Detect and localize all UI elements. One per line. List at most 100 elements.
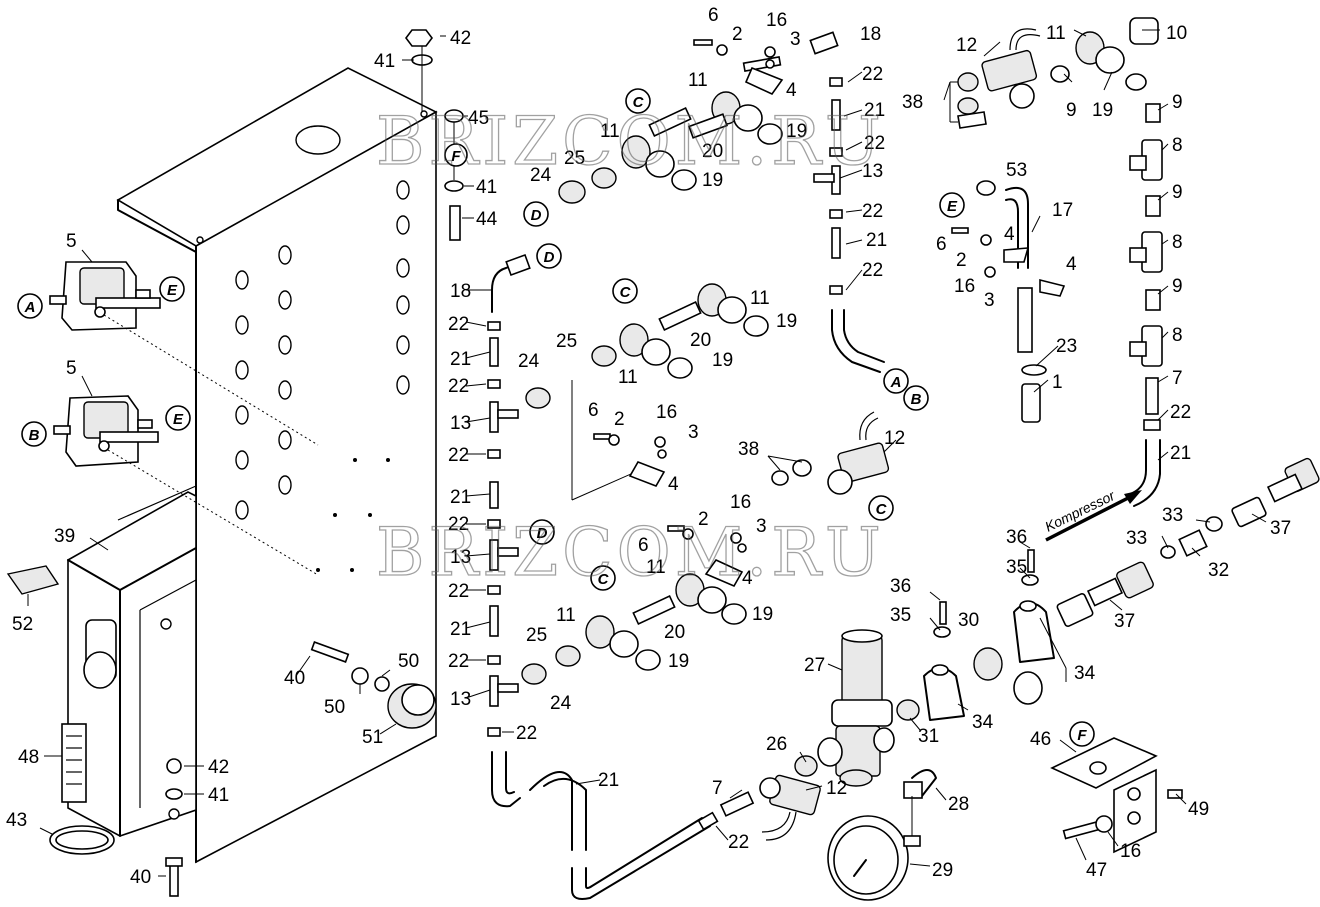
valve-group-top	[558, 31, 839, 204]
part-label: 22	[516, 723, 537, 744]
connection-marker: D	[523, 201, 549, 227]
part-label: 16	[1120, 841, 1141, 862]
part-label: 53	[1006, 160, 1027, 181]
part-label: 21	[1170, 443, 1191, 464]
part-label: 40	[284, 668, 305, 689]
valve-group-lower	[521, 573, 747, 685]
part-label: 4	[742, 568, 753, 589]
part-label: 21	[450, 487, 471, 508]
part-label: 22	[448, 581, 469, 602]
part-label: 22	[728, 832, 749, 853]
part-label: 28	[948, 794, 969, 815]
part-label: 35	[890, 605, 911, 626]
part-label: 21	[866, 230, 887, 251]
svg-text:C: C	[633, 94, 645, 111]
part-label: 23	[1056, 336, 1077, 357]
part-label: 21	[450, 619, 471, 640]
part-label: 11	[618, 367, 638, 388]
right-column-fittings	[1129, 103, 1163, 507]
part-label: 22	[862, 64, 883, 85]
part-label: 22	[448, 314, 469, 335]
part-label: 24	[530, 165, 552, 186]
housing-holes	[235, 180, 410, 572]
part-label: 1	[1052, 372, 1063, 393]
part-40-50-51	[310, 641, 437, 729]
part-label: 5	[66, 358, 77, 379]
pressure-switch-upper	[49, 261, 161, 331]
part-label: 25	[556, 331, 577, 352]
part-label: 22	[448, 651, 469, 672]
part-label: 6	[936, 234, 947, 255]
valve-group-middle	[525, 283, 769, 501]
part-label: 12	[826, 778, 847, 799]
part-label: 50	[324, 697, 345, 718]
part-label: 47	[1086, 860, 1107, 881]
connection-marker: B	[21, 421, 47, 447]
part-label: 21	[598, 770, 619, 791]
svg-text:C: C	[876, 501, 888, 518]
part-label: 27	[804, 655, 825, 676]
part-label: 16	[954, 276, 975, 297]
part-label: 41	[208, 785, 229, 806]
top-bolt-stack	[405, 29, 464, 241]
part-label: 41	[476, 177, 497, 198]
part-label: 30	[958, 610, 979, 631]
part-label: 19	[712, 350, 733, 371]
part-label: 25	[564, 148, 585, 169]
pipe-clamps	[923, 549, 1067, 721]
part-label: 18	[450, 281, 471, 302]
electrical-box	[67, 491, 197, 837]
part-label: 4	[1066, 254, 1077, 275]
part-label: 8	[1172, 135, 1183, 156]
part-label: 22	[448, 514, 469, 535]
part-label: 4	[786, 80, 797, 101]
part-label: 16	[766, 10, 787, 31]
leader-lines	[27, 29, 1267, 877]
part-label: 16	[656, 402, 677, 423]
part-label: 9	[1066, 100, 1077, 121]
part-label: 34	[972, 712, 994, 733]
svg-text:B: B	[911, 391, 922, 408]
part-label: 38	[738, 439, 759, 460]
part-label: 3	[688, 422, 699, 443]
part-label: 20	[690, 330, 711, 351]
part-label: 6	[708, 5, 719, 26]
connection-marker: A	[17, 293, 43, 319]
part-label: 3	[756, 516, 767, 537]
housing	[116, 67, 438, 864]
part-label: 5	[66, 231, 77, 252]
part-label: 19	[1092, 100, 1113, 121]
part-label: 37	[1114, 611, 1135, 632]
part-label: 36	[1006, 527, 1027, 548]
part-label: 36	[890, 576, 911, 597]
part-label: 31	[918, 726, 939, 747]
watermark-bottom: BRIZCOM.RU	[376, 514, 885, 591]
svg-text:C: C	[620, 284, 632, 301]
mounting-bracket	[1050, 737, 1183, 854]
part-label: 2	[614, 409, 625, 430]
part-52-shape	[6, 565, 60, 595]
svg-text:F: F	[451, 148, 461, 165]
part-label: 43	[6, 810, 27, 831]
part-label: 19	[786, 121, 807, 142]
part-label: 8	[1172, 325, 1183, 346]
part-label: 9	[1172, 182, 1183, 203]
part-label: 42	[450, 28, 471, 49]
part-label: 6	[638, 535, 649, 556]
part-label: 11	[750, 288, 770, 309]
part-label: 45	[468, 108, 489, 129]
part-label: 40	[130, 867, 151, 888]
connection-marker: E	[159, 276, 185, 302]
connection-marker: C	[612, 278, 638, 304]
watermark-top: BRIZCOM.RU	[376, 103, 885, 180]
part-label: 22	[864, 133, 885, 154]
part-label: 19	[668, 651, 689, 672]
part-label: 19	[752, 604, 773, 625]
part-label: 4	[1004, 224, 1015, 245]
connection-marker: F	[1069, 721, 1095, 747]
part-label: 22	[862, 260, 883, 281]
part-label: 9	[1172, 276, 1183, 297]
part-label: 13	[862, 161, 883, 182]
part-label: 22	[862, 201, 883, 222]
